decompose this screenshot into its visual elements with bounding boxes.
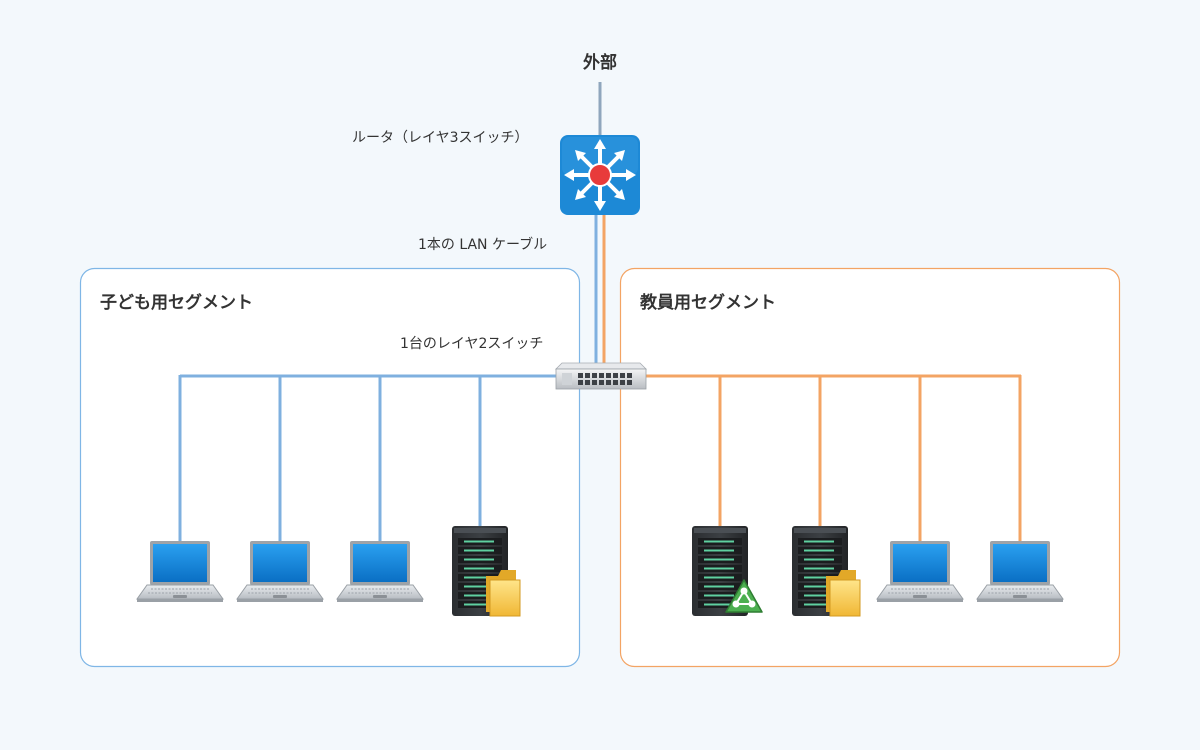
l2-switch-label: 1台のレイヤ2スイッチ	[400, 336, 544, 352]
staff-segment-title: 教員用セグメント	[640, 293, 776, 313]
cable-label: 1本の LAN ケーブル	[418, 237, 548, 253]
l2-switch-icon	[555, 362, 647, 390]
kids-segment-title: 子ども用セグメント	[100, 293, 253, 313]
external-label: 外部	[583, 53, 617, 73]
router-icon	[560, 135, 640, 215]
staff-bus	[640, 374, 1022, 543]
router-label: ルータ（レイヤ3スイッチ）	[352, 130, 529, 146]
kids-bus	[178, 374, 560, 543]
